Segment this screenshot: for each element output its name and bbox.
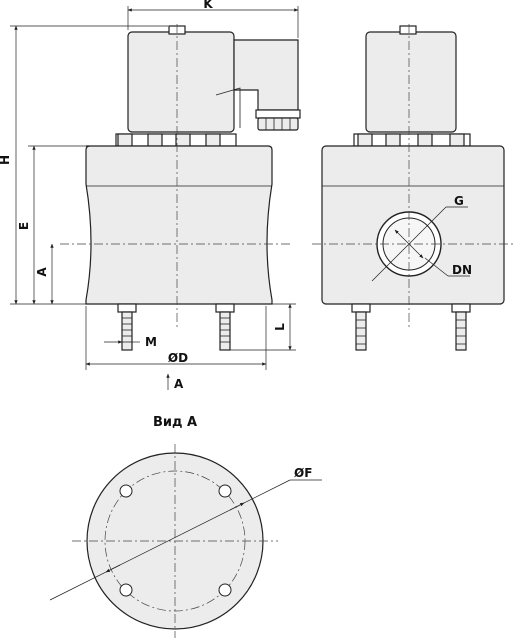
dim-l-label: L [273,323,287,331]
front-view [60,24,301,351]
front-stud-left [117,303,137,351]
dim-f-label: ØF [294,466,312,480]
view-a: ØF [49,444,322,638]
dim-g-label: G [454,194,464,208]
front-coil [127,31,235,133]
connector-gland [255,109,301,119]
side-stud-right [451,303,471,351]
dim-e-label: E [17,222,31,230]
side-stud-left [351,303,371,351]
dim-a-label: A [35,267,49,277]
view-a-bolt-holes [119,484,232,597]
front-valve-body [85,145,273,305]
view-a-title: Вид А [153,415,197,430]
dim-d-label: ØD [168,351,188,365]
dim-dn-label: DN [452,263,472,277]
dim-m-label: M [145,335,157,349]
front-stud-right [215,303,235,351]
dim-h-label: H [0,155,12,165]
view-arrow-label: A [174,377,184,391]
dimensions-front: K H E A M L ØD A [0,0,299,391]
front-connector [233,39,299,111]
side-view [312,24,516,351]
dim-k-label: K [203,0,213,11]
side-coil [365,31,457,133]
